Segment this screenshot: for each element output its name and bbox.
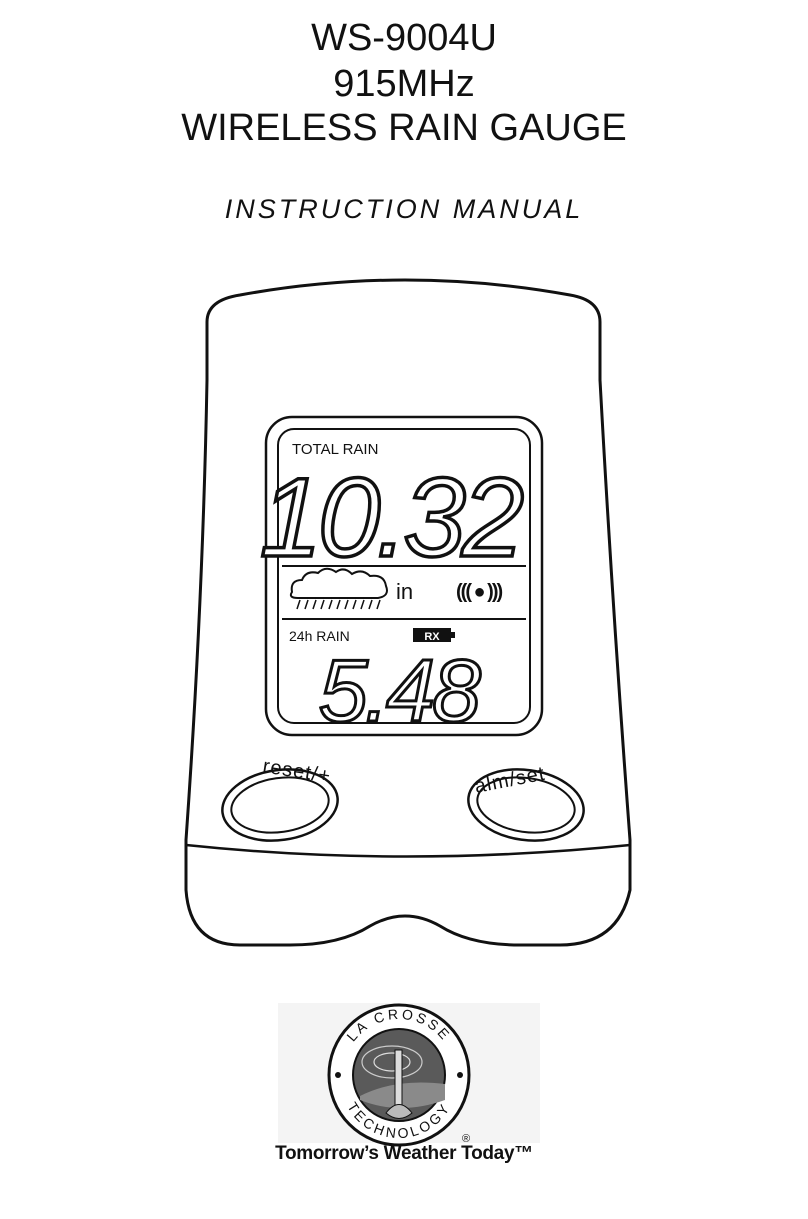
reset-button[interactable]	[228, 771, 333, 838]
la-crosse-logo: LA CROSSE TECHNOLOGY ®	[278, 1003, 540, 1147]
rx-badge-text: RX	[424, 631, 440, 643]
model-number: WS-9004U	[311, 17, 497, 59]
registered-mark: ®	[462, 1133, 470, 1145]
unit-label: in	[396, 579, 413, 604]
device-seam	[185, 843, 631, 858]
total-rain-label: TOTAL RAIN	[292, 441, 378, 458]
tagline: Tomorrow’s Weather Today™	[275, 1143, 533, 1164]
manual-subtitle: INSTRUCTION MANUAL	[224, 194, 584, 224]
daily-rain-value: 5.48	[319, 641, 481, 740]
daily-rain-label: 24h RAIN	[289, 628, 350, 644]
total-rain-value: 10.32	[260, 455, 523, 580]
rx-battery-icon: RX	[413, 628, 455, 643]
frequency: 915MHz	[333, 63, 475, 105]
rain-cloud-icon	[289, 567, 388, 610]
lcd-screen	[277, 428, 531, 724]
alm-set-button[interactable]	[474, 771, 579, 838]
signal-icon: ((( ● )))	[456, 581, 502, 603]
product-name: WIRELESS RAIN GAUGE	[181, 107, 627, 149]
